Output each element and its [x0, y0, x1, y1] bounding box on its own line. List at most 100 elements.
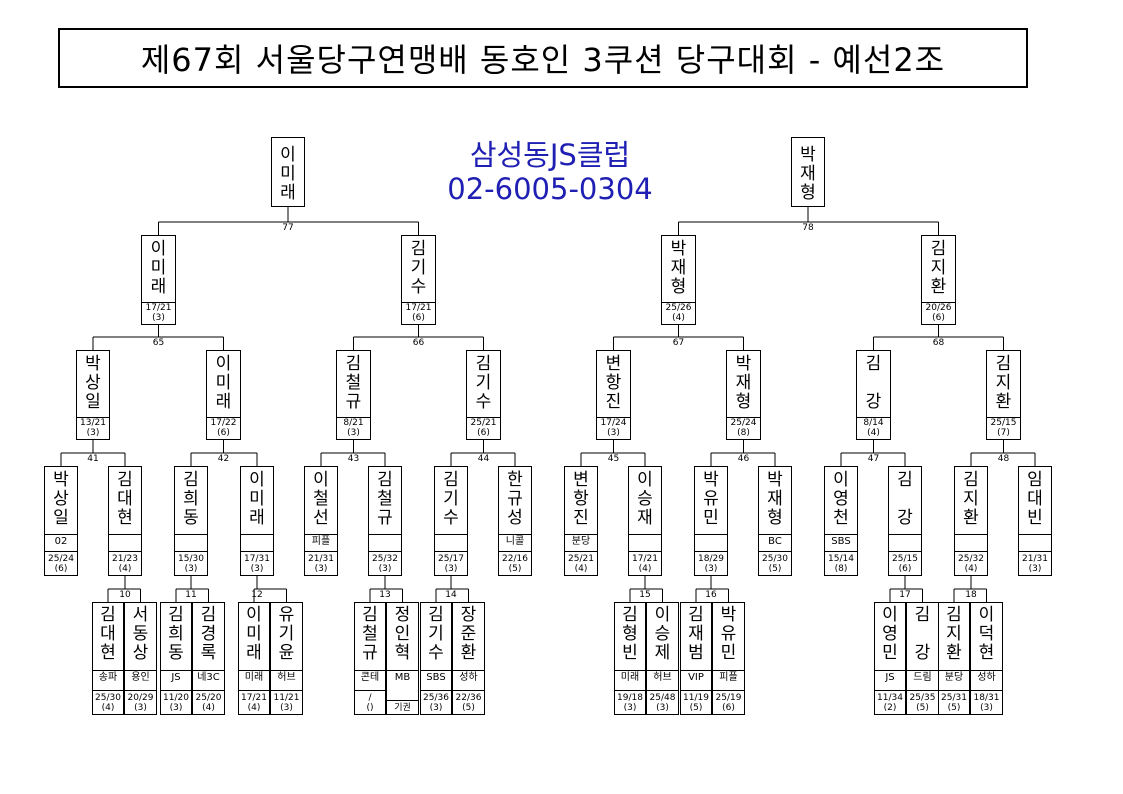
player-score: 21/23 (4)	[109, 551, 141, 574]
player-box: 이 영 민 JS 11/34 (2)	[874, 602, 906, 715]
player-score: 11/34 (2)	[875, 690, 905, 713]
match-number: 68	[932, 338, 945, 348]
player-score: 25/32 (3)	[369, 551, 401, 574]
player-score: 15/30 (3)	[175, 551, 207, 574]
match-number: 15	[639, 590, 651, 600]
player-name: 김 기 수	[443, 470, 459, 528]
page-title: 제67회 서울당구연맹배 동호인 3쿠션 당구대회 - 예선2조	[140, 41, 946, 79]
player-name: 박 상 일	[53, 470, 69, 528]
player-name: 변 항 진	[573, 470, 589, 528]
player-name: 박 유 민	[703, 470, 719, 528]
player-name: 이 승 재	[637, 470, 653, 528]
player-club: 피플	[713, 670, 744, 685]
player-score: 25/20 (4)	[193, 690, 224, 713]
player-name: 유 기 윤	[278, 605, 295, 663]
player-name: 김 희 동	[183, 470, 199, 528]
player-club	[629, 534, 661, 549]
title-box: 제67회 서울당구연맹배 동호인 3쿠션 당구대회 - 예선2조	[58, 28, 1028, 88]
player-score: 25/15 (7)	[987, 417, 1020, 438]
player-name: 김 기 수	[410, 239, 427, 297]
player-club: 02	[45, 534, 77, 549]
player-name: 이 영 민	[882, 605, 898, 663]
player-score: 20/26 (6)	[922, 302, 955, 323]
player-name: 김 경 록	[200, 605, 217, 663]
player-name: 이 영 천	[833, 470, 849, 528]
player-club: 네3C	[193, 670, 224, 685]
player-score: 25/48 (3)	[647, 690, 678, 713]
player-name: 이 미 래	[246, 605, 262, 663]
player-box: 김 대 현 21/23 (4)	[108, 466, 142, 576]
player-club: 피플	[305, 534, 337, 549]
player-name: 이 철 선	[313, 470, 329, 528]
player-score: 21/31 (3)	[305, 551, 337, 574]
match-number: 41	[87, 454, 99, 464]
player-name: 김 지 환	[995, 354, 1012, 412]
player-name: 김 강	[865, 354, 882, 412]
player-name: 서 동 상	[132, 605, 149, 663]
player-name: 김 대 현	[117, 470, 133, 528]
player-score: 25/19 (6)	[713, 690, 744, 713]
match-number: 44	[477, 454, 490, 464]
player-score: 25/30 (4)	[93, 690, 123, 713]
player-score: / ()	[355, 690, 385, 713]
player-name: 정 인 혁	[394, 605, 411, 663]
player-score: 11/20 (3)	[161, 690, 191, 713]
player-score: 11/19 (5)	[681, 690, 711, 713]
player-club: VIP	[681, 670, 711, 685]
player-score: 25/24 (6)	[45, 551, 77, 574]
player-name: 박 재 형	[670, 239, 687, 297]
sponsor-block: 삼성동JS클럽 02-6005-0304	[440, 138, 660, 206]
player-name: 박 유 민	[720, 605, 737, 663]
player-name: 이 미 래	[280, 145, 296, 203]
player-box: 박 재 형	[791, 137, 825, 207]
match-number: 13	[379, 590, 391, 600]
match-number: 14	[445, 590, 457, 600]
player-name: 김 철 규	[377, 470, 393, 528]
player-name: 김 대 현	[100, 605, 116, 663]
player-score: 20/29 (3)	[125, 690, 156, 713]
player-name: 이 승 제	[654, 605, 671, 663]
player-score: 25/24 (8)	[727, 417, 760, 438]
player-score: 25/15 (6)	[889, 551, 921, 574]
player-score: 19/18 (3)	[615, 690, 645, 713]
player-name: 김 강	[914, 605, 931, 663]
match-number: 16	[705, 590, 717, 600]
player-club: JS	[875, 670, 905, 685]
match-number: 43	[347, 454, 360, 464]
player-box: 이 미 래	[271, 137, 305, 207]
player-score: 18/31 (3)	[971, 690, 1002, 713]
player-club: 용인	[125, 670, 156, 685]
player-club: 콘테	[355, 670, 385, 685]
player-club	[435, 534, 467, 549]
player-club	[369, 534, 401, 549]
player-name: 김 지 환	[963, 470, 979, 528]
player-club: 미래	[239, 670, 269, 685]
player-score: 17/22 (6)	[207, 417, 240, 438]
player-name: 김 재 범	[688, 605, 704, 663]
player-score: 17/21 (4)	[239, 690, 269, 713]
player-name: 이 덕 현	[978, 605, 995, 663]
player-club	[955, 534, 987, 549]
player-club: BC	[759, 534, 791, 549]
match-number: 12	[251, 590, 263, 600]
player-score: 22/16 (5)	[499, 551, 531, 574]
player-name: 장 준 환	[460, 605, 477, 663]
